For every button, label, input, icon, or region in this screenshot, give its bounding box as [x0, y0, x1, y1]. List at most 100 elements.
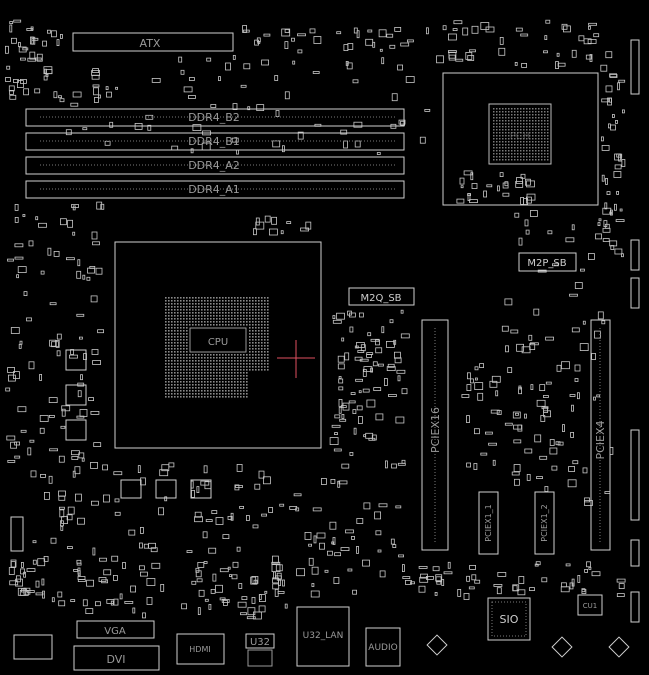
pciex16-slot[interactable]: PCIEX16: [421, 319, 449, 551]
smd-component: [505, 123, 507, 125]
smd-component: [588, 253, 595, 260]
ddr4-b1-slot[interactable]: DDR4_B1: [25, 132, 405, 151]
smd-component: [76, 270, 82, 279]
smd-component: [502, 111, 504, 113]
smd-component: [183, 330, 185, 332]
smd-component: [499, 141, 501, 143]
smd-component: [526, 120, 528, 122]
smd-component: [192, 360, 194, 362]
smd-component: [601, 144, 610, 151]
ddr4-a1-slot[interactable]: DDR4_A1: [25, 180, 405, 199]
smd-component: [195, 396, 197, 398]
smd-component: [174, 315, 176, 317]
smd-component: [381, 326, 385, 334]
smd-component: [367, 332, 372, 337]
pciex4-slot[interactable]: PCIEX4: [590, 319, 611, 551]
smd-component: [240, 306, 242, 308]
smd-component: [456, 198, 465, 204]
smd-component: [228, 378, 230, 380]
smd-component: [174, 342, 176, 344]
smd-component: [539, 384, 546, 392]
smd-component: [535, 129, 537, 131]
atx-connector[interactable]: ATX: [72, 32, 234, 52]
smd-component: [225, 369, 227, 371]
smd-component: [264, 330, 266, 332]
smd-component: [582, 320, 586, 325]
smd-component: [247, 106, 251, 111]
smd-component: [240, 375, 242, 377]
smd-component: [247, 607, 256, 616]
smd-component: [526, 159, 528, 161]
ddr4-b2-slot[interactable]: DDR4_B2: [25, 108, 405, 127]
smd-component: [556, 52, 560, 57]
smd-component: [204, 381, 206, 383]
smd-component: [264, 345, 266, 347]
smd-component: [249, 318, 251, 320]
smd-component: [231, 315, 233, 317]
smd-component: [53, 250, 60, 257]
smd-component: [499, 156, 501, 158]
dvi-connector[interactable]: DVI: [73, 645, 160, 671]
smd-component: [508, 132, 510, 134]
smd-component: [174, 396, 176, 398]
smd-component: [279, 503, 285, 507]
smd-component: [381, 57, 385, 65]
sio-chip[interactable]: SIO: [487, 597, 531, 641]
smd-component: [228, 357, 230, 359]
smd-component: [171, 342, 173, 344]
smd-component: [267, 318, 269, 320]
smd-component: [243, 300, 245, 302]
cpu-pin-grid: [165, 297, 269, 398]
ddr4-a2-slot[interactable]: DDR4_A2: [25, 156, 405, 175]
smd-component: [243, 366, 245, 368]
smd-component: [514, 111, 516, 113]
smd-component: [249, 363, 251, 365]
smd-component: [508, 114, 510, 116]
smd-component: [529, 117, 531, 119]
smd-component: [186, 348, 188, 350]
u32-lan-connector[interactable]: U32_LAN: [296, 606, 350, 667]
smd-component: [529, 159, 531, 161]
hdmi-connector[interactable]: HDMI: [176, 633, 225, 665]
smd-component: [192, 303, 194, 305]
cpu-socket[interactable]: CPU: [114, 241, 322, 449]
smd-component: [234, 360, 236, 362]
pch-chip[interactable]: PCH: [442, 72, 599, 206]
smd-component: [231, 300, 233, 302]
smd-component: [138, 542, 143, 549]
smd-component: [177, 300, 179, 302]
smd-component: [574, 364, 581, 372]
cu1-chip[interactable]: CU1: [577, 594, 603, 616]
smd-component: [35, 216, 39, 221]
smd-component: [77, 517, 85, 525]
smd-component: [543, 410, 551, 418]
smd-component: [189, 354, 191, 356]
smd-component: [213, 390, 215, 392]
smd-component: [572, 460, 579, 465]
smd-component: [165, 327, 167, 329]
smd-component: [219, 303, 221, 305]
smd-component: [222, 318, 224, 320]
m2p-sb-connector[interactable]: M2P_SB: [518, 252, 577, 272]
smd-component: [67, 546, 73, 549]
smd-component: [240, 366, 242, 368]
smd-component: [17, 266, 27, 274]
smd-component: [284, 41, 289, 49]
smd-component: [499, 159, 501, 161]
smd-component: [258, 330, 260, 332]
smd-component: [493, 156, 495, 158]
smd-component: [526, 156, 528, 158]
vga-connector[interactable]: VGA: [76, 620, 155, 639]
pciex1-2-slot[interactable]: PCIEX1_2: [534, 491, 555, 555]
u32-connector[interactable]: U32: [245, 633, 275, 667]
smd-component: [210, 324, 212, 326]
smd-component: [243, 303, 245, 305]
smd-component: [598, 218, 602, 222]
smd-component: [513, 424, 522, 430]
pciex1-1-slot[interactable]: PCIEX1_1: [478, 491, 499, 555]
m2q-sb-connector[interactable]: M2Q_SB: [348, 287, 415, 306]
smd-component: [246, 306, 248, 308]
audio-connector[interactable]: AUDIO: [365, 627, 401, 667]
smd-component: [453, 20, 463, 25]
smd-component: [222, 297, 224, 299]
